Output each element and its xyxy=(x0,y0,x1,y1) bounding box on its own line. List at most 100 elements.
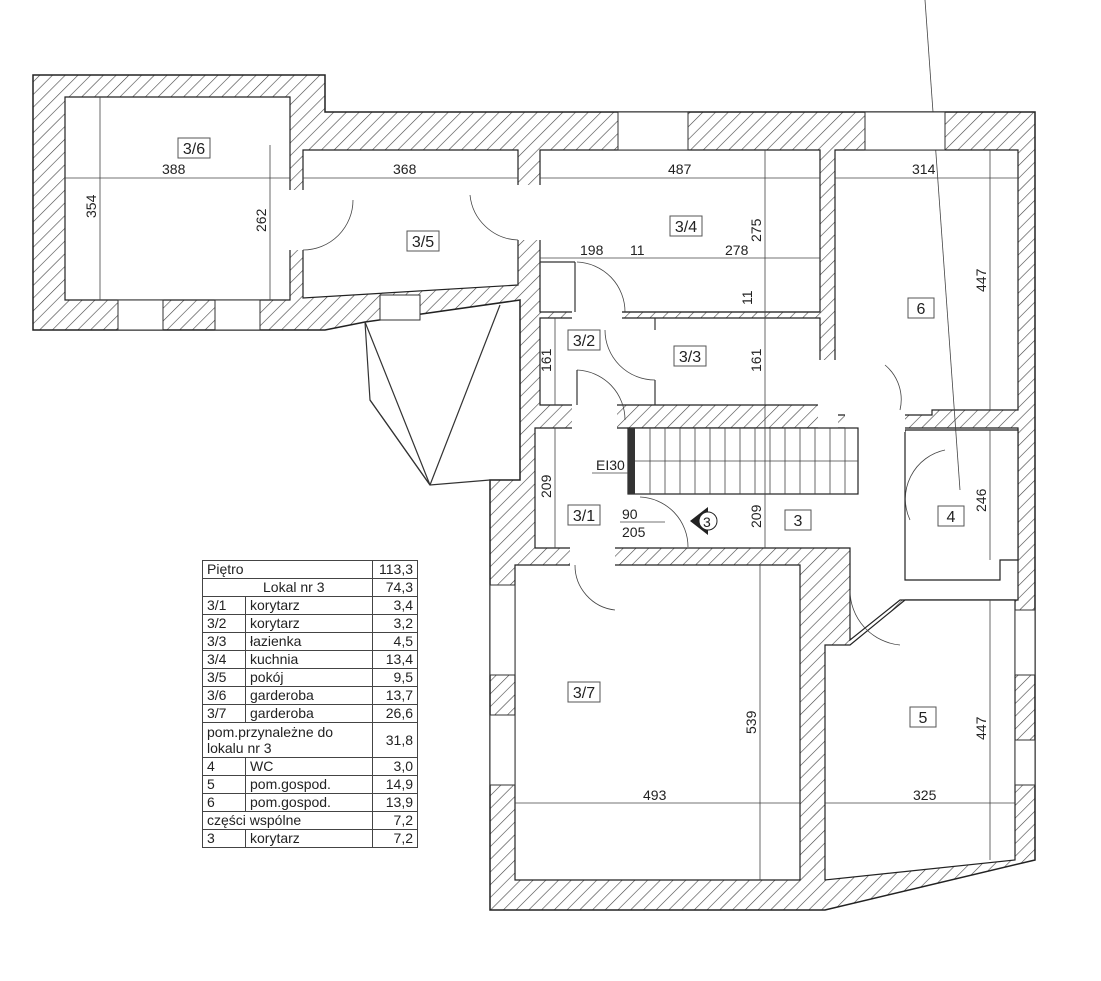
svg-text:3/4: 3/4 xyxy=(675,219,697,236)
room-label-r3: 3 xyxy=(784,509,812,531)
floor-area: 113,3 xyxy=(372,560,418,579)
room-6 xyxy=(834,149,1019,416)
aux-label: pom.przynależne do lokalu nr 3 xyxy=(202,722,373,758)
room-label-r3_7: 3/7 xyxy=(567,681,601,703)
room-code: 3/4 xyxy=(202,650,246,669)
svg-text:4: 4 xyxy=(947,509,956,526)
svg-text:6: 6 xyxy=(917,301,926,318)
room-name: pom.gospod. xyxy=(245,775,373,794)
room-name: pokój xyxy=(245,668,373,687)
windows xyxy=(117,111,1036,786)
room-3-6 xyxy=(64,96,291,301)
dim-493: 493 xyxy=(643,787,667,803)
room-5 xyxy=(824,599,1016,881)
room-label-r3_1: 3/1 xyxy=(567,504,601,526)
door-swings xyxy=(302,0,961,646)
room-label-r3_6: 3/6 xyxy=(177,137,211,159)
room-area: 26,6 xyxy=(372,704,418,723)
room-code: 3/5 xyxy=(202,668,246,687)
room-area: 3,4 xyxy=(372,596,418,615)
svg-text:3/7: 3/7 xyxy=(573,685,595,702)
stair-shaft xyxy=(364,304,501,486)
room-code: 3/7 xyxy=(202,704,246,723)
room-area: 14,9 xyxy=(372,775,418,794)
door-height: 205 xyxy=(622,524,646,540)
dim-11-vertical: 11 xyxy=(739,290,755,305)
room-area: 9,5 xyxy=(372,668,418,687)
dim-278: 278 xyxy=(725,242,749,258)
room-code: 5 xyxy=(202,775,246,794)
room-code: 3/3 xyxy=(202,632,246,651)
dim-487: 487 xyxy=(668,161,692,177)
room-code: 6 xyxy=(202,793,246,812)
fire-rating: EI30 xyxy=(596,457,625,473)
svg-text:3/5: 3/5 xyxy=(412,234,434,251)
room-label-r3_3: 3/3 xyxy=(673,345,707,367)
svg-text:3/6: 3/6 xyxy=(183,141,205,158)
room-name: garderoba xyxy=(245,686,373,705)
dim-354: 354 xyxy=(83,194,99,218)
room-code: 3 xyxy=(202,829,246,848)
room-label-r4: 4 xyxy=(937,505,965,527)
room-area: 13,9 xyxy=(372,793,418,812)
dim-262: 262 xyxy=(253,208,269,232)
unit-area: 74,3 xyxy=(372,578,418,597)
room-area: 4,5 xyxy=(372,632,418,651)
room-name: korytarz xyxy=(245,596,373,615)
dim-447: 447 xyxy=(973,268,989,292)
dim-198: 198 xyxy=(580,242,604,258)
room-code: 3/6 xyxy=(202,686,246,705)
dim-368: 368 xyxy=(393,161,417,177)
dim-388: 388 xyxy=(162,161,186,177)
svg-text:3: 3 xyxy=(794,513,803,530)
room-label-r3_4: 3/4 xyxy=(669,215,703,237)
room-area: 7,2 xyxy=(372,829,418,848)
room-4 xyxy=(904,429,1019,581)
room-area: 3,2 xyxy=(372,614,418,633)
svg-text:3/1: 3/1 xyxy=(573,508,595,525)
unit-label: Lokal nr 3 xyxy=(202,578,373,597)
common-label: części wspólne xyxy=(202,811,373,830)
dim-325: 325 xyxy=(913,787,937,803)
floor-label: Piętro xyxy=(202,560,373,579)
room-label-r5: 5 xyxy=(909,706,937,728)
dim-209: 209 xyxy=(538,474,554,498)
dim-447: 447 xyxy=(973,716,989,740)
svg-text:3/3: 3/3 xyxy=(679,349,701,366)
room-name: korytarz xyxy=(245,829,373,848)
staircase xyxy=(627,427,859,495)
svg-text:5: 5 xyxy=(919,710,928,727)
room-label-r3_2: 3/2 xyxy=(567,329,601,351)
dim-275: 275 xyxy=(748,218,764,242)
svg-text:3: 3 xyxy=(703,514,711,530)
room-code: 3/1 xyxy=(202,596,246,615)
dim-246: 246 xyxy=(973,488,989,512)
room-label-r6: 6 xyxy=(907,297,935,319)
room-name: łazienka xyxy=(245,632,373,651)
dim-11: 11 xyxy=(630,242,645,258)
room-code: 3/2 xyxy=(202,614,246,633)
room-name: korytarz xyxy=(245,614,373,633)
room-name: WC xyxy=(245,757,373,776)
room-label-r3_5: 3/5 xyxy=(406,230,440,252)
dim-161: 161 xyxy=(748,348,764,372)
room-area: 13,4 xyxy=(372,650,418,669)
svg-text:3/2: 3/2 xyxy=(573,333,595,350)
room-name: pom.gospod. xyxy=(245,793,373,812)
dim-161: 161 xyxy=(538,348,554,372)
aux-area: 31,8 xyxy=(372,722,418,758)
stair-marker-icon: 3 xyxy=(690,507,718,535)
